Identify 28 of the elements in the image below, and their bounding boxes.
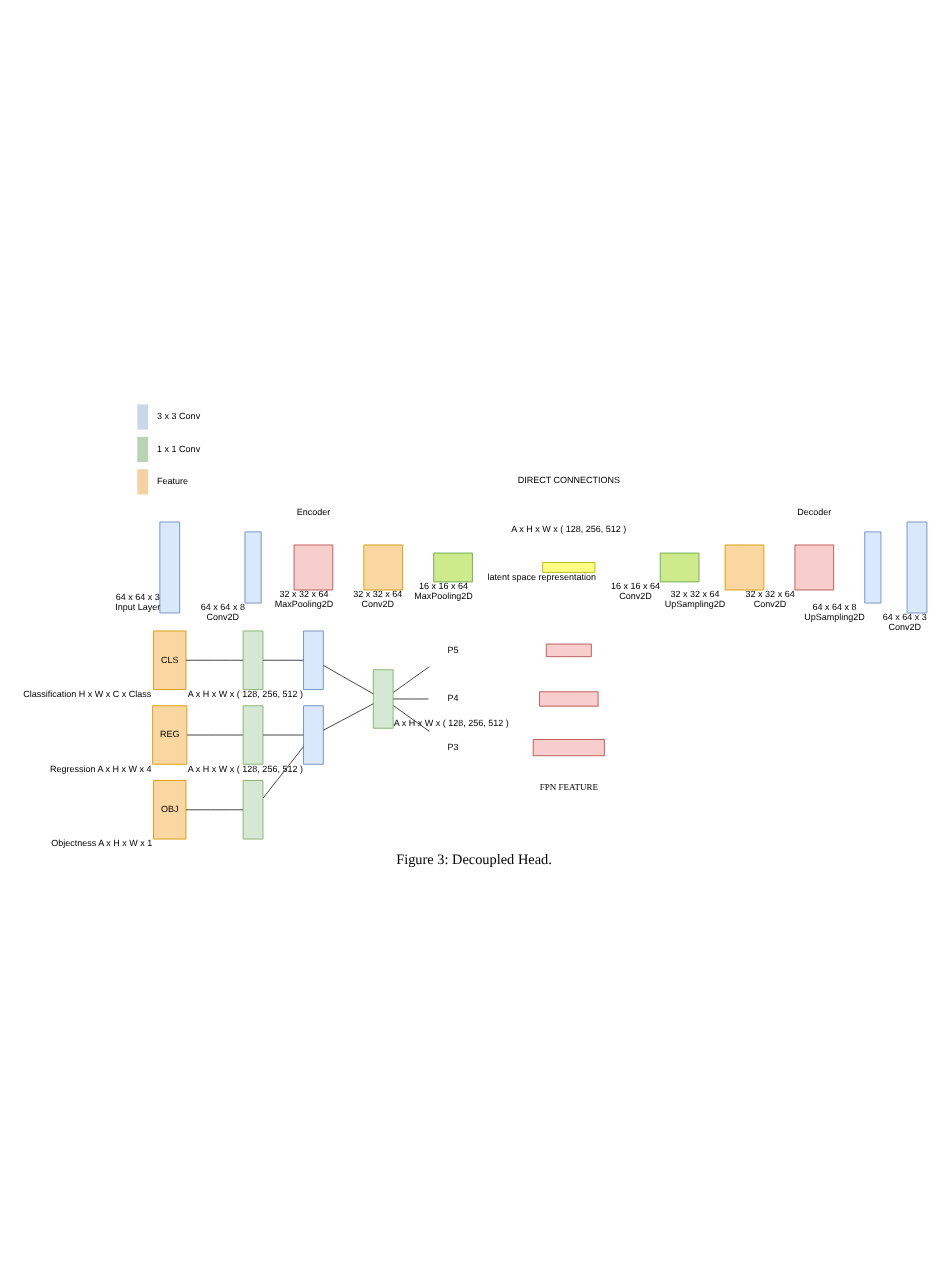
node-box — [303, 704, 324, 764]
node-box — [864, 530, 882, 603]
connector — [185, 658, 244, 660]
connector — [323, 702, 374, 730]
connector — [185, 808, 244, 810]
connector — [323, 664, 374, 694]
node-box — [303, 629, 324, 689]
node-box — [242, 704, 264, 764]
node-box — [244, 530, 262, 603]
node-box — [539, 690, 599, 706]
node-box — [545, 642, 592, 657]
node-box — [906, 520, 928, 613]
node-box — [794, 543, 835, 590]
node-box — [433, 551, 473, 582]
connector — [262, 658, 304, 660]
node-box — [242, 629, 264, 689]
connector — [392, 665, 430, 692]
node-box — [363, 543, 404, 590]
node-box — [542, 561, 596, 572]
connector — [262, 745, 304, 798]
node-box — [293, 543, 334, 590]
node-box — [659, 551, 700, 582]
node-box — [532, 738, 605, 756]
node-box — [724, 543, 765, 590]
node-box — [159, 520, 181, 613]
connector — [392, 704, 430, 731]
node-box — [372, 668, 394, 728]
node-box — [242, 779, 264, 839]
